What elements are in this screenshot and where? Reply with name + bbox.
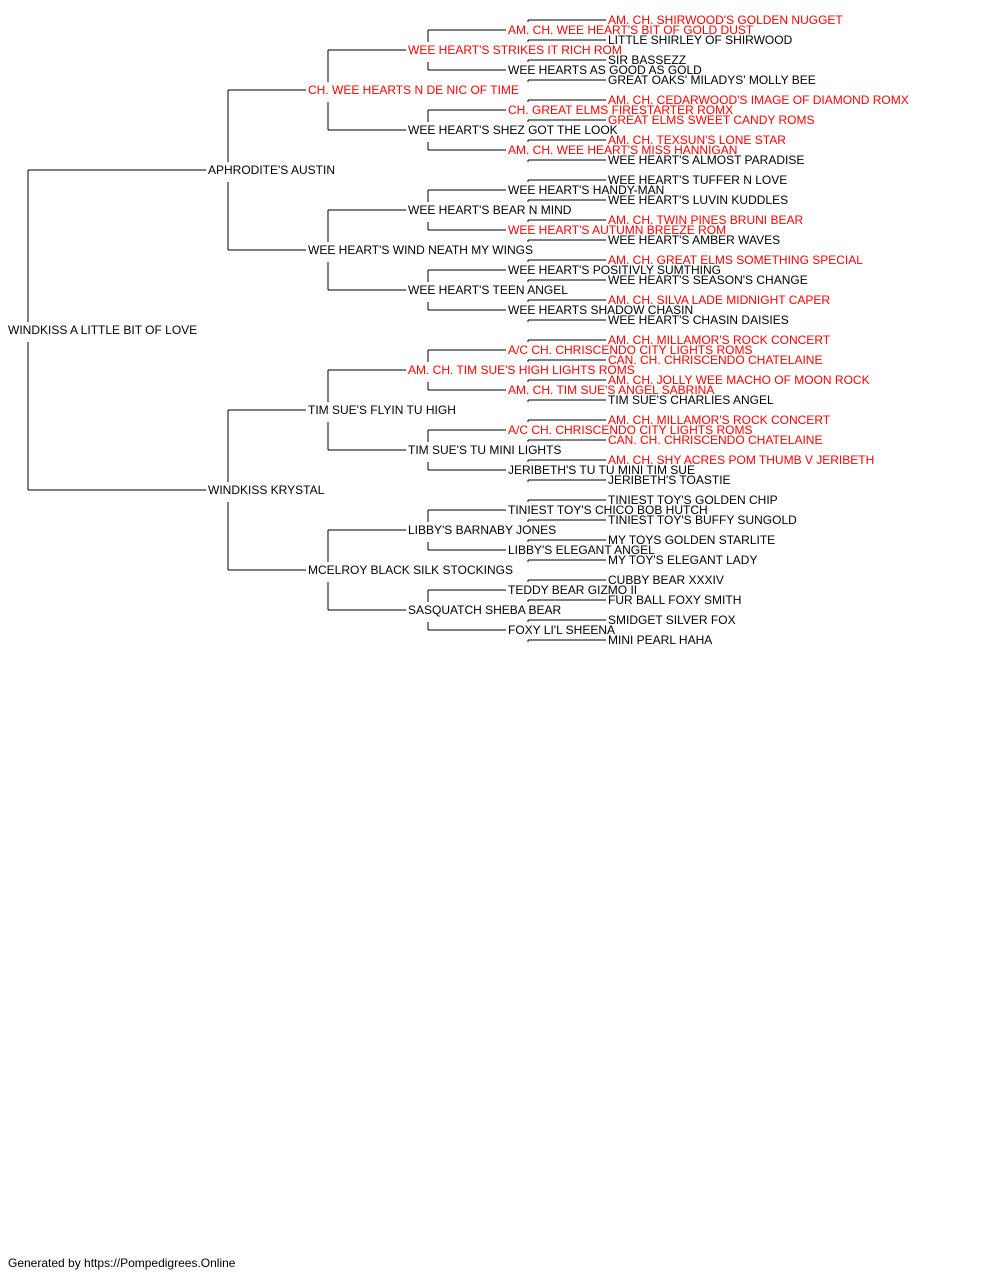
ancestor-name: AM. CH. TIM SUE'S ANGEL SABRINA — [508, 383, 714, 397]
ancestor-name: WEE HEART'S TEEN ANGEL — [408, 283, 568, 297]
ancestor-name: CH. GREAT ELMS FIRESTARTER ROMX — [508, 103, 733, 117]
ancestor-name: AM. CH. WEE HEART'S MISS HANNIGAN — [508, 143, 737, 157]
ancestor-name: WEE HEART'S BEAR N MIND — [408, 203, 572, 217]
ancestor-name: WEE HEART'S AUTUMN BREEZE ROM — [508, 223, 726, 237]
ancestor-name: AM. CH. SILVA LADE MIDNIGHT CAPER — [608, 293, 830, 307]
ancestor-name: AM. CH. WEE HEART'S BIT OF GOLD DUST — [508, 23, 754, 37]
ancestor-name: SMIDGET SILVER FOX — [608, 613, 736, 627]
ancestor-name: AM. CH. GREAT ELMS SOMETHING SPECIAL — [608, 253, 863, 267]
ancestor-name: CAN. CH. CHRISCENDO CHATELAINE — [608, 353, 822, 367]
ancestor-name: SASQUATCH SHEBA BEAR — [408, 603, 561, 617]
ancestor-name: AM. CH. SHIRWOOD'S GOLDEN NUGGET — [608, 13, 843, 27]
ancestor-name: LIBBY'S ELEGANT ANGEL — [508, 543, 655, 557]
ancestor-name: WEE HEARTS SHADOW CHASIN — [508, 303, 693, 317]
footer-credit: Generated by https://Pompedigrees.Online — [8, 1256, 236, 1270]
ancestor-name: JERIBETH'S TU TU MINI TIM SUE — [508, 463, 695, 477]
ancestor-name: WEE HEART'S LUVIN KUDDLES — [608, 193, 788, 207]
ancestor-name: WEE HEART'S HANDY-MAN — [508, 183, 664, 197]
ancestor-name: AM. CH. JOLLY WEE MACHO OF MOON ROCK — [608, 373, 870, 387]
ancestor-name: CUBBY BEAR XXXIV — [608, 573, 724, 587]
ancestor-name: MCELROY BLACK SILK STOCKINGS — [308, 563, 513, 577]
ancestor-name: TIM SUE'S TU MINI LIGHTS — [408, 443, 561, 457]
ancestor-name: AM. CH. CEDARWOOD'S IMAGE OF DIAMOND ROM… — [608, 93, 909, 107]
ancestor-name: WINDKISS KRYSTAL — [208, 483, 325, 497]
ancestor-name: WEE HEART'S SHEZ GOT THE LOOK — [408, 123, 618, 137]
ancestor-name: WEE HEART'S CHASIN DAISIES — [608, 313, 789, 327]
ancestor-name: TINIEST TOY'S BUFFY SUNGOLD — [608, 513, 797, 527]
ancestor-name: WEE HEART'S POSITIVLY SUMTHING — [508, 263, 721, 277]
ancestor-name: AM. CH. MILLAMOR'S ROCK CONCERT — [608, 413, 831, 427]
ancestor-name: WEE HEARTS AS GOOD AS GOLD — [508, 63, 702, 77]
ancestor-name: WEE HEART'S AMBER WAVES — [608, 233, 780, 247]
ancestor-name: GREAT ELMS SWEET CANDY ROMS — [608, 113, 814, 127]
ancestor-name: TIM SUE'S CHARLIES ANGEL — [608, 393, 774, 407]
ancestor-name: AM. CH. SHY ACRES POM THUMB V JERIBETH — [608, 453, 874, 467]
ancestor-name: AM. CH. TIM SUE'S HIGH LIGHTS ROMS — [408, 363, 635, 377]
ancestor-name: WEE HEART'S WIND NEATH MY WINGS — [308, 243, 533, 257]
ancestor-name: APHRODITE'S AUSTIN — [208, 163, 335, 177]
pedigree-connector-lines — [27, 19, 606, 642]
ancestor-name: WEE HEART'S TUFFER N LOVE — [608, 173, 787, 187]
ancestor-name: CH. WEE HEARTS N DE NIC OF TIME — [308, 83, 519, 97]
ancestor-name: CAN. CH. CHRISCENDO CHATELAINE — [608, 433, 822, 447]
ancestor-name: AM. CH. TEXSUN'S LONE STAR — [608, 133, 786, 147]
ancestor-name: MINI PEARL HAHA — [608, 633, 712, 647]
ancestor-name: JERIBETH'S TOASTIE — [608, 473, 731, 487]
ancestor-name: LITTLE SHIRLEY OF SHIRWOOD — [608, 33, 793, 47]
ancestor-name: A/C CH. CHRISCENDO CITY LIGHTS ROMS — [508, 343, 752, 357]
ancestor-name: AM. CH. TWIN PINES BRUNI BEAR — [608, 213, 803, 227]
ancestor-name: WEE HEART'S STRIKES IT RICH ROM — [408, 43, 622, 57]
ancestor-name: TINIEST TOY'S CHICO BOB HUTCH — [508, 503, 708, 517]
pedigree-names: AM. CH. SHIRWOOD'S GOLDEN NUGGET LITTLE S… — [8, 13, 909, 647]
ancestor-name: FOXY LI'L SHEENA — [508, 623, 615, 637]
ancestor-name: LIBBY'S BARNABY JONES — [408, 523, 556, 537]
ancestor-name: TEDDY BEAR GIZMO II — [508, 583, 637, 597]
ancestor-name: WEE HEART'S ALMOST PARADISE — [608, 153, 804, 167]
ancestor-name: GREAT OAKS' MILADYS' MOLLY BEE — [608, 73, 816, 87]
ancestor-name: AM. CH. MILLAMOR'S ROCK CONCERT — [608, 333, 831, 347]
ancestor-name: TINIEST TOY'S GOLDEN CHIP — [608, 493, 778, 507]
ancestor-name: SIR BASSEZZ — [608, 53, 686, 67]
ancestor-name: MY TOY'S ELEGANT LADY — [608, 553, 757, 567]
subject-dog-name: WINDKISS A LITTLE BIT OF LOVE — [8, 323, 197, 337]
ancestor-name: FUR BALL FOXY SMITH — [608, 593, 741, 607]
ancestor-name: WEE HEART'S SEASON'S CHANGE — [608, 273, 808, 287]
ancestor-name: A/C CH. CHRISCENDO CITY LIGHTS ROMS — [508, 423, 752, 437]
ancestor-name: TIM SUE'S FLYIN TU HIGH — [308, 403, 456, 417]
ancestor-name: MY TOYS GOLDEN STARLITE — [608, 533, 775, 547]
